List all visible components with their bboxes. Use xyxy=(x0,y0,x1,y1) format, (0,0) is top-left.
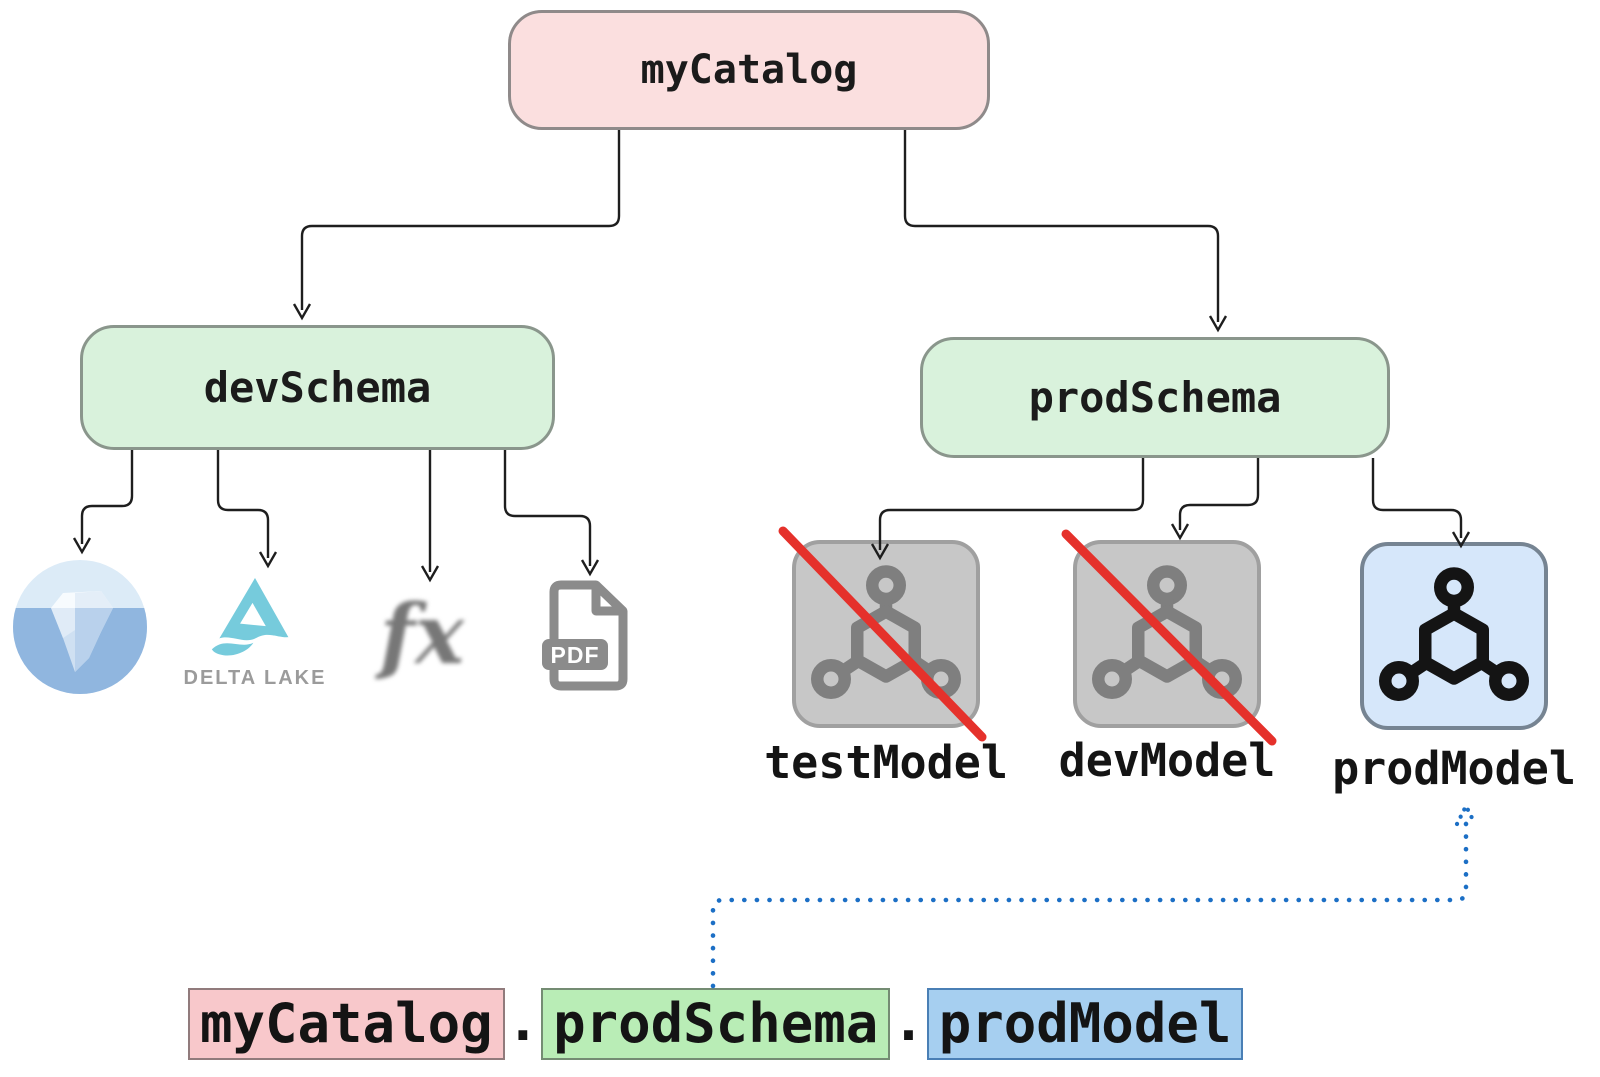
model-molecule-icon xyxy=(811,559,961,709)
model-molecule-icon xyxy=(1379,561,1529,711)
label-devmodel: devModel xyxy=(1058,734,1276,787)
delta-lake-logo: DELTA LAKE xyxy=(180,573,330,690)
edge-devschema-delta xyxy=(216,450,270,558)
namespace-model: prodModel xyxy=(926,988,1244,1060)
node-prodschema: prodSchema xyxy=(920,337,1390,458)
arrowhead-devmodel xyxy=(1170,523,1190,541)
arrowhead-iceberg xyxy=(72,537,92,555)
node-devschema-label: devSchema xyxy=(203,363,432,412)
iceberg-table-icon xyxy=(13,560,147,694)
node-prodschema-label: prodSchema xyxy=(1028,373,1282,422)
arrowhead-delta xyxy=(258,551,278,569)
namespace-separator: . xyxy=(506,990,540,1053)
label-prodmodel: prodModel xyxy=(1332,742,1576,795)
delta-lake-caption: DELTA LAKE xyxy=(183,667,327,689)
node-devschema: devSchema xyxy=(80,325,555,450)
label-testmodel: testModel xyxy=(764,736,1008,789)
dotted-arrow-namespace-to-prodmodel xyxy=(710,817,1469,989)
card-testmodel xyxy=(792,540,980,728)
namespace-separator: . xyxy=(892,990,925,1053)
pdf-icon-label: PDF xyxy=(551,642,600,668)
arrowhead-devschema xyxy=(292,303,312,321)
edge-prodschema-prodmodel xyxy=(1371,458,1463,538)
edge-mycatalog-devschema xyxy=(300,130,621,310)
edge-devschema-pdf xyxy=(503,450,592,566)
pdf-file-icon: PDF xyxy=(538,580,634,694)
node-mycatalog: myCatalog xyxy=(508,10,990,130)
namespace-catalog: myCatalog xyxy=(188,988,505,1060)
edge-prodschema-testmodel xyxy=(878,458,1145,550)
edge-prodschema-devmodel xyxy=(1178,458,1260,530)
arrowhead-pdf xyxy=(580,559,600,577)
namespace-path: myCatalog . prodSchema . prodModel xyxy=(188,988,1244,1060)
arrowhead-fx xyxy=(420,565,440,583)
node-mycatalog-label: myCatalog xyxy=(640,47,858,93)
delta-lake-icon xyxy=(211,577,297,656)
edge-mycatalog-prodschema xyxy=(903,130,1220,322)
function-icon: fx xyxy=(372,580,472,690)
card-devmodel xyxy=(1073,540,1261,728)
function-icon-label: fx xyxy=(379,587,465,683)
arrowhead-prodschema xyxy=(1208,315,1228,333)
edge-devschema-iceberg xyxy=(80,450,134,544)
card-prodmodel xyxy=(1360,542,1548,730)
dotted-arrowhead-up xyxy=(1454,801,1478,827)
model-molecule-icon xyxy=(1092,559,1242,709)
namespace-schema: prodSchema xyxy=(541,988,891,1060)
